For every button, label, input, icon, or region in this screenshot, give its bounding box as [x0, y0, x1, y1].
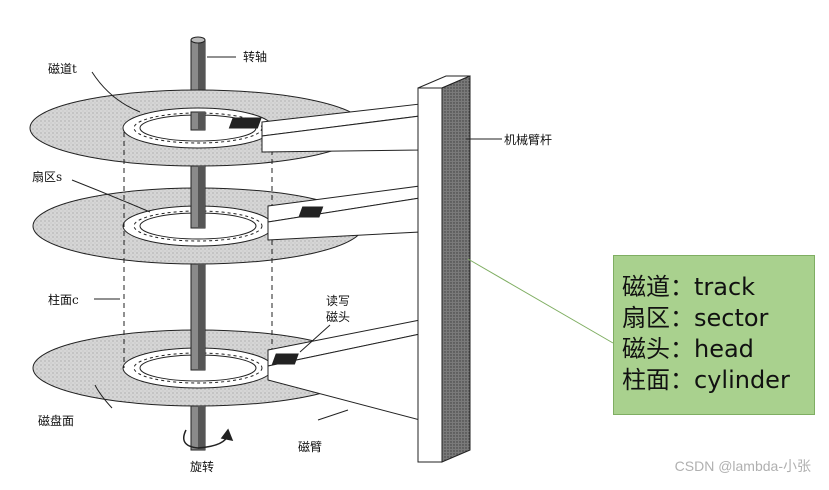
spindle-front [190, 111, 206, 451]
cylinder-guides [123, 132, 273, 368]
arm-top [228, 103, 421, 153]
label-arm: 磁臂 [298, 440, 323, 454]
label-arm-rod: 机械臂杆 [504, 133, 553, 147]
legend-box: 磁道：track 扇区：sector 磁头：head 柱面：cylinder [613, 255, 815, 415]
label-spindle: 转轴 [243, 50, 268, 64]
actuator-rod [417, 75, 471, 463]
legend-head: 磁头：head [622, 335, 754, 363]
legend-track: 磁道：track [622, 273, 756, 301]
rotation-arrow-icon [183, 428, 234, 449]
legend-sector: 扇区：sector [622, 304, 769, 332]
label-rotation: 旋转 [190, 460, 215, 474]
label-cylinder: 柱面c [48, 293, 79, 307]
label-track: 磁道t [48, 62, 77, 76]
legend-connector [467, 258, 614, 344]
label-rw-head-line2: 磁头 [326, 310, 351, 324]
label-rw-head-line1: 读写 [326, 294, 351, 308]
leader-lines [71, 56, 502, 421]
watermark: CSDN @lambda-小张 [674, 458, 811, 474]
label-platter-surface: 磁盘面 [38, 414, 75, 428]
legend-cylinder: 柱面：cylinder [622, 366, 790, 394]
arm-bottom [267, 319, 421, 421]
label-sector: 扇区s [32, 170, 63, 184]
